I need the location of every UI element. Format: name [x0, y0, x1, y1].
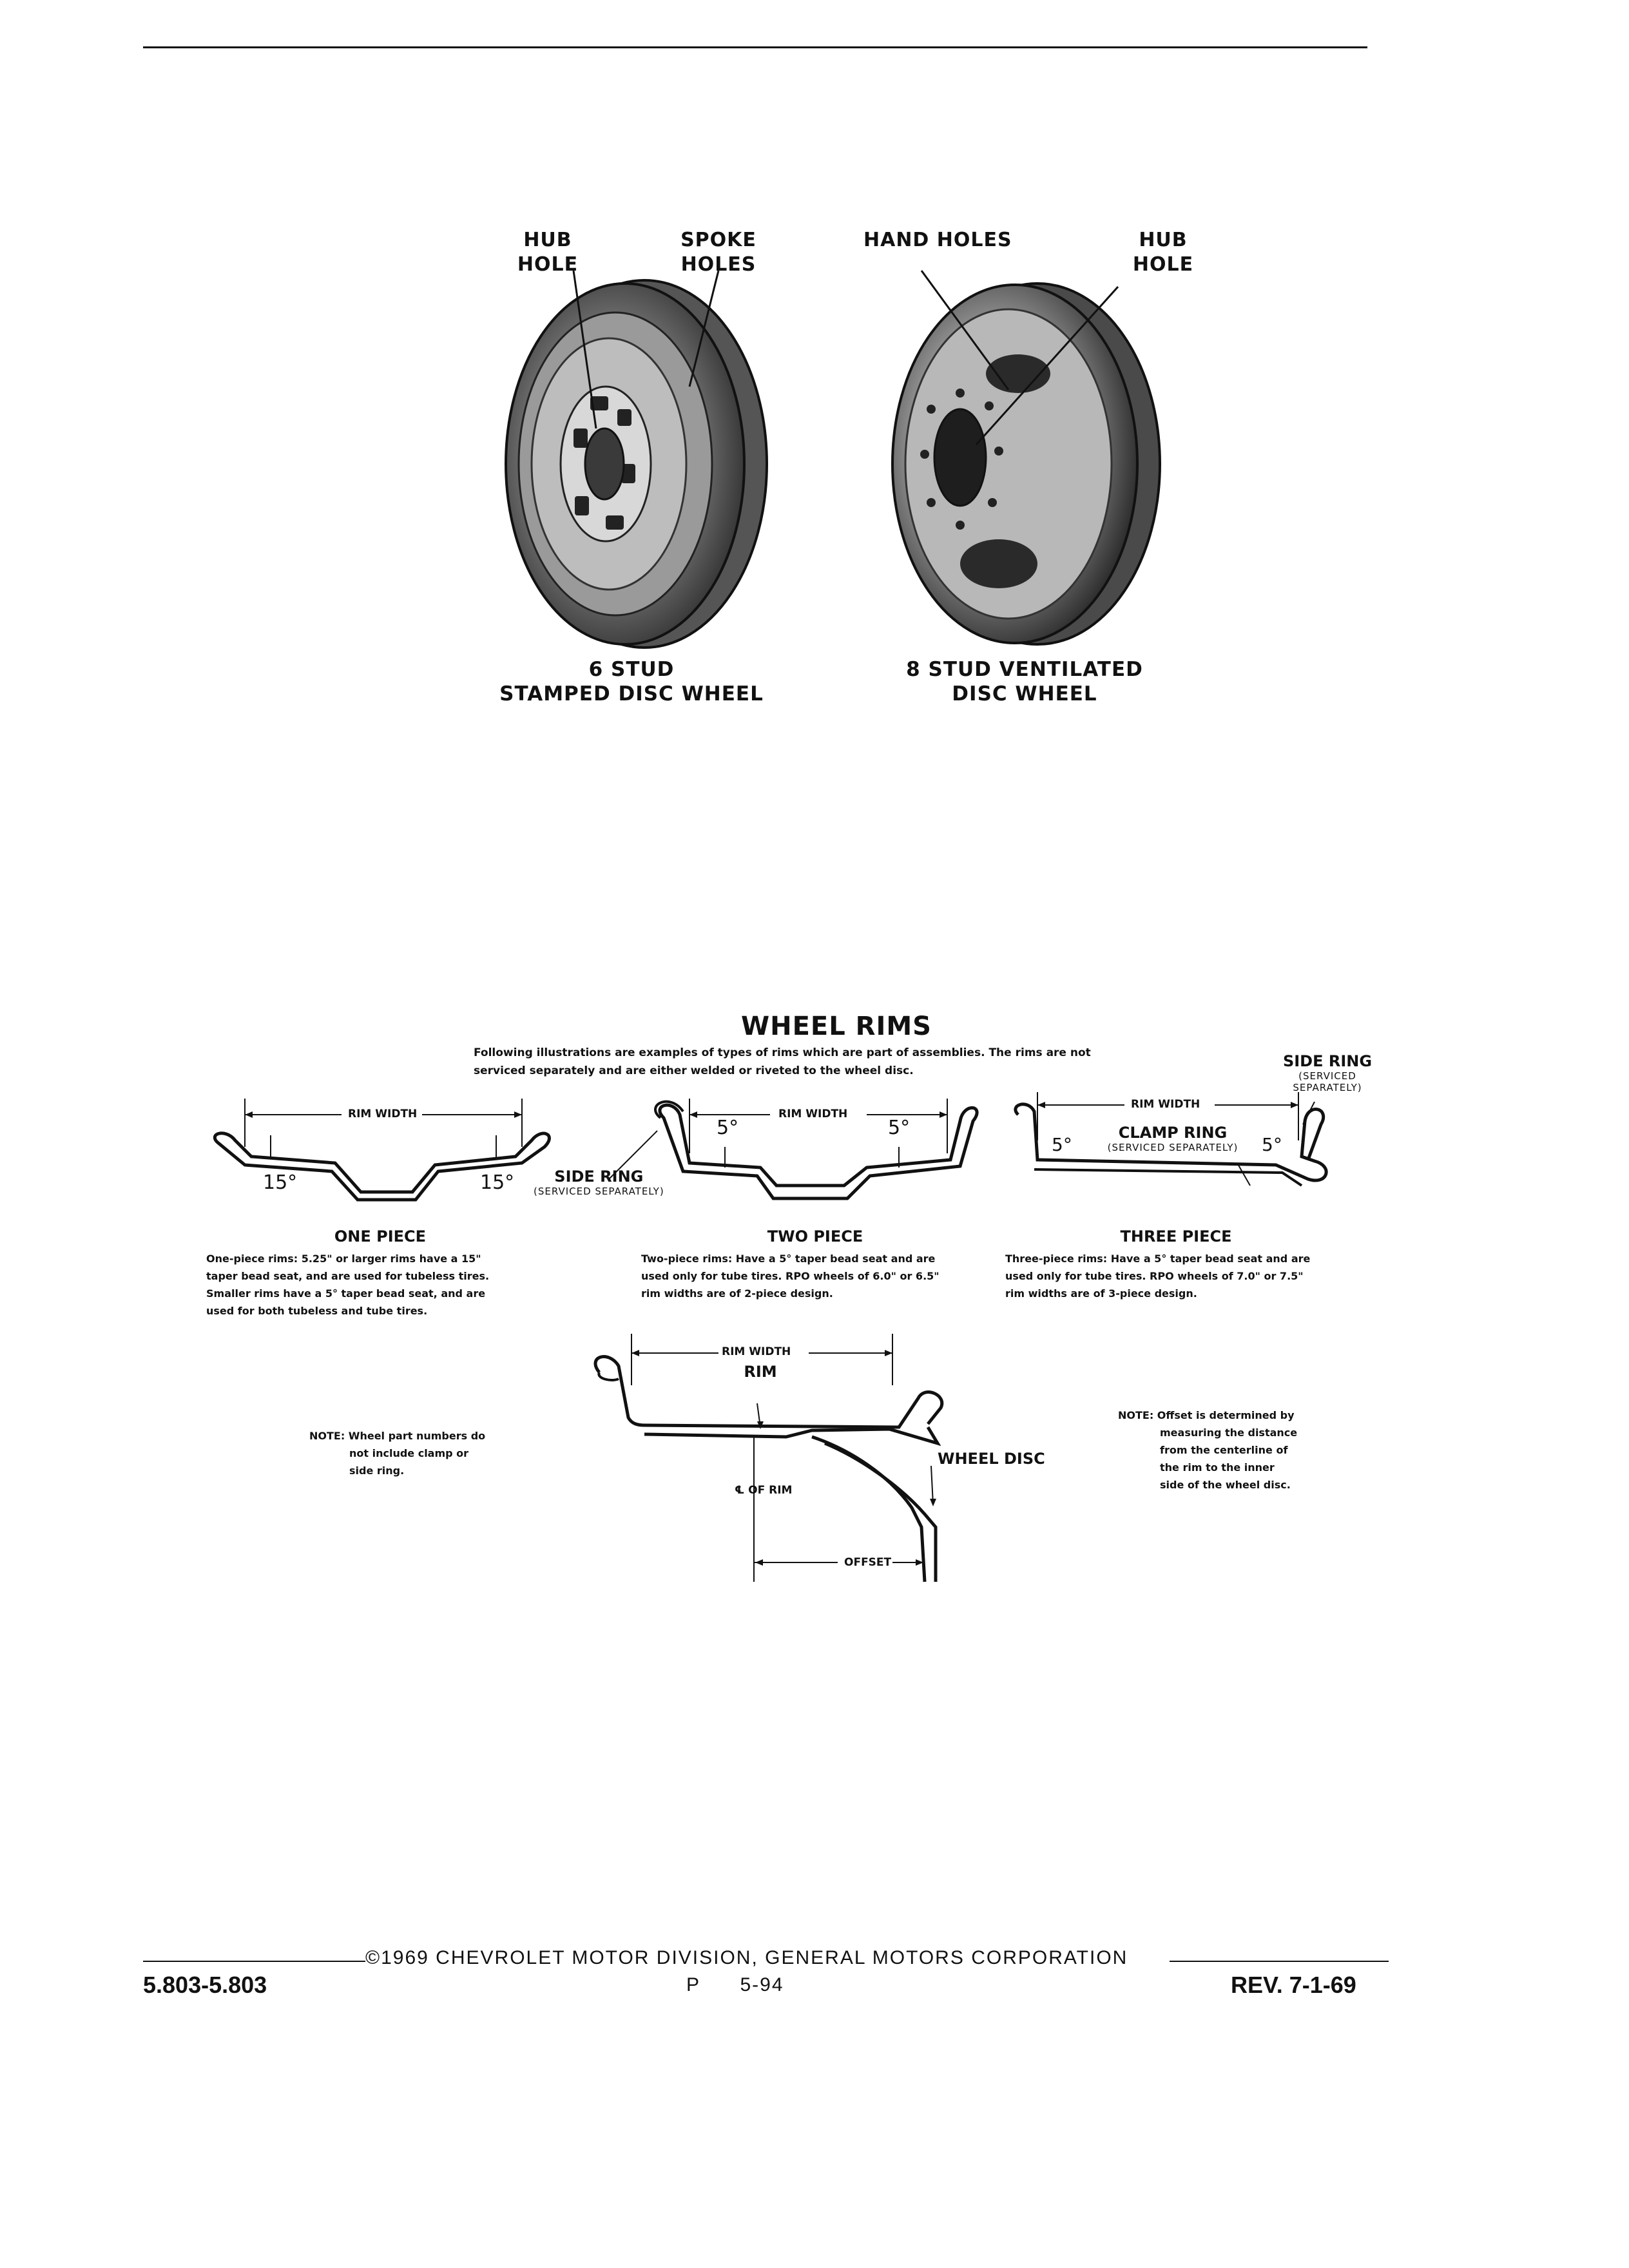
footer-page-number: P 5-94: [686, 1974, 784, 1995]
one-piece-rim-width: RIM WIDTH: [348, 1108, 418, 1120]
desc-line: taper bead seat, and are used for tubele…: [206, 1270, 490, 1282]
note-line: measuring the distance: [1160, 1427, 1298, 1439]
caption-line: 6 STUD: [588, 658, 675, 681]
note-left: NOTE: Wheel part numbers do not include …: [309, 1427, 516, 1479]
one-piece-title: ONE PIECE: [334, 1227, 427, 1245]
offset-diagram: [593, 1334, 944, 1582]
intro-line: Following illustrations are examples of …: [474, 1046, 1091, 1059]
label-line: HUB: [523, 229, 572, 251]
three-piece-rim-diagram: [1014, 1092, 1328, 1187]
three-piece-desc: Three-piece rims: Have a 5° taper bead s…: [1005, 1250, 1366, 1302]
hand-holes-label: HAND HOLES: [863, 229, 1012, 251]
hub-hole-label-left: HUB HOLE: [490, 228, 606, 277]
caption-6-stud: 6 STUD STAMPED DISC WHEEL: [464, 657, 799, 706]
note-line: NOTE: Wheel part numbers do: [309, 1430, 486, 1442]
label-line: HOLE: [1132, 253, 1194, 276]
desc-line: used only for tube tires. RPO wheels of …: [641, 1270, 940, 1282]
footer-revision: REV. 7-1-69: [1231, 1972, 1356, 1998]
caption-line: 8 STUD VENTILATED: [906, 658, 1143, 681]
three-piece-title: THREE PIECE: [1120, 1227, 1232, 1245]
centerline-label: ℄ OF RIM: [735, 1484, 793, 1497]
side-ring-sub: (SERVICED SEPARATELY): [534, 1186, 664, 1197]
desc-line: One-piece rims: 5.25" or larger rims hav…: [206, 1253, 481, 1265]
note-line: NOTE: Offset is determined by: [1118, 1409, 1295, 1421]
desc-line: Smaller rims have a 5° taper bead seat, …: [206, 1287, 486, 1300]
desc-line: rim widths are of 3-piece design.: [1005, 1287, 1197, 1300]
side-ring-top-title: SIDE RING: [1282, 1052, 1373, 1070]
ventilated-disc-wheel-illustration: [891, 270, 1161, 646]
two-piece-desc: Two-piece rims: Have a 5° taper bead sea…: [641, 1250, 1002, 1302]
one-piece-angle-right: 15°: [480, 1171, 515, 1194]
note-right: NOTE: Offset is determined by measuring …: [1118, 1407, 1331, 1494]
two-piece-angle-right: 5°: [888, 1117, 911, 1139]
side-ring-title: SIDE RING: [554, 1168, 644, 1186]
three-piece-angle-right: 5°: [1262, 1134, 1282, 1155]
note-line: the rim to the inner: [1160, 1461, 1275, 1474]
clamp-ring-label: CLAMP RING (SERVICED SEPARATELY): [1095, 1124, 1250, 1153]
three-piece-angle-left: 5°: [1052, 1134, 1072, 1155]
offset-rim-label: RIM: [744, 1363, 777, 1381]
desc-line: used only for tube tires. RPO wheels of …: [1005, 1270, 1304, 1282]
side-ring-top-label: SIDE RING (SERVICED SEPARATELY): [1263, 1052, 1392, 1093]
two-piece-rim-width: RIM WIDTH: [778, 1108, 848, 1120]
label-line: SPOKE: [680, 229, 757, 251]
label-line: HOLE: [517, 253, 579, 276]
wheel-disc-label: WHEEL DISC: [938, 1450, 1045, 1468]
three-piece-rim-width: RIM WIDTH: [1131, 1098, 1200, 1111]
caption-8-stud: 8 STUD VENTILATED DISC WHEEL: [857, 657, 1192, 706]
wheel-rims-title: WHEEL RIMS: [741, 1012, 932, 1041]
clamp-ring-sub: (SERVICED SEPARATELY): [1107, 1142, 1239, 1153]
note-line: side ring.: [349, 1465, 405, 1477]
footer-rule-left: [143, 1961, 365, 1962]
stamped-disc-wheel-illustration: [505, 270, 768, 649]
note-line: side of the wheel disc.: [1160, 1479, 1291, 1491]
hub-hole-label-right: HUB HOLE: [1115, 228, 1211, 277]
footer-section-number: 5.803-5.803: [143, 1972, 267, 1998]
desc-line: Two-piece rims: Have a 5° taper bead sea…: [641, 1253, 936, 1265]
footer-copyright: ©1969 CHEVROLET MOTOR DIVISION, GENERAL …: [365, 1947, 1128, 1968]
desc-line: rim widths are of 2-piece design.: [641, 1287, 833, 1300]
two-piece-rim-diagram: [608, 1099, 979, 1200]
one-piece-desc: One-piece rims: 5.25" or larger rims hav…: [206, 1250, 567, 1320]
caption-line: STAMPED DISC WHEEL: [499, 682, 764, 706]
one-piece-rim-diagram: [213, 1099, 551, 1202]
label-line: HUB: [1139, 229, 1188, 251]
two-piece-angle-left: 5°: [717, 1117, 739, 1139]
desc-line: used for both tubeless and tube tires.: [206, 1305, 428, 1317]
wheel-rims-intro: Following illustrations are examples of …: [474, 1044, 1182, 1080]
caption-line: DISC WHEEL: [952, 682, 1097, 706]
side-ring-top-sub: (SERVICED SEPARATELY): [1293, 1070, 1362, 1093]
clamp-ring-title: CLAMP RING: [1118, 1124, 1228, 1142]
note-line: from the centerline of: [1160, 1444, 1288, 1456]
note-line: not include clamp or: [349, 1447, 469, 1459]
one-piece-angle-left: 15°: [263, 1171, 298, 1194]
desc-line: Three-piece rims: Have a 5° taper bead s…: [1005, 1253, 1311, 1265]
offset-rim-width: RIM WIDTH: [722, 1345, 791, 1358]
footer-rule-right: [1170, 1961, 1389, 1962]
intro-line: serviced separately and are either welde…: [474, 1064, 914, 1077]
side-ring-label: SIDE RING (SERVICED SEPARATELY): [534, 1168, 664, 1197]
two-piece-title: TWO PIECE: [767, 1227, 863, 1245]
offset-label: OFFSET: [844, 1556, 892, 1569]
top-rule: [143, 46, 1367, 48]
spoke-holes-label: SPOKE HOLES: [654, 228, 783, 277]
